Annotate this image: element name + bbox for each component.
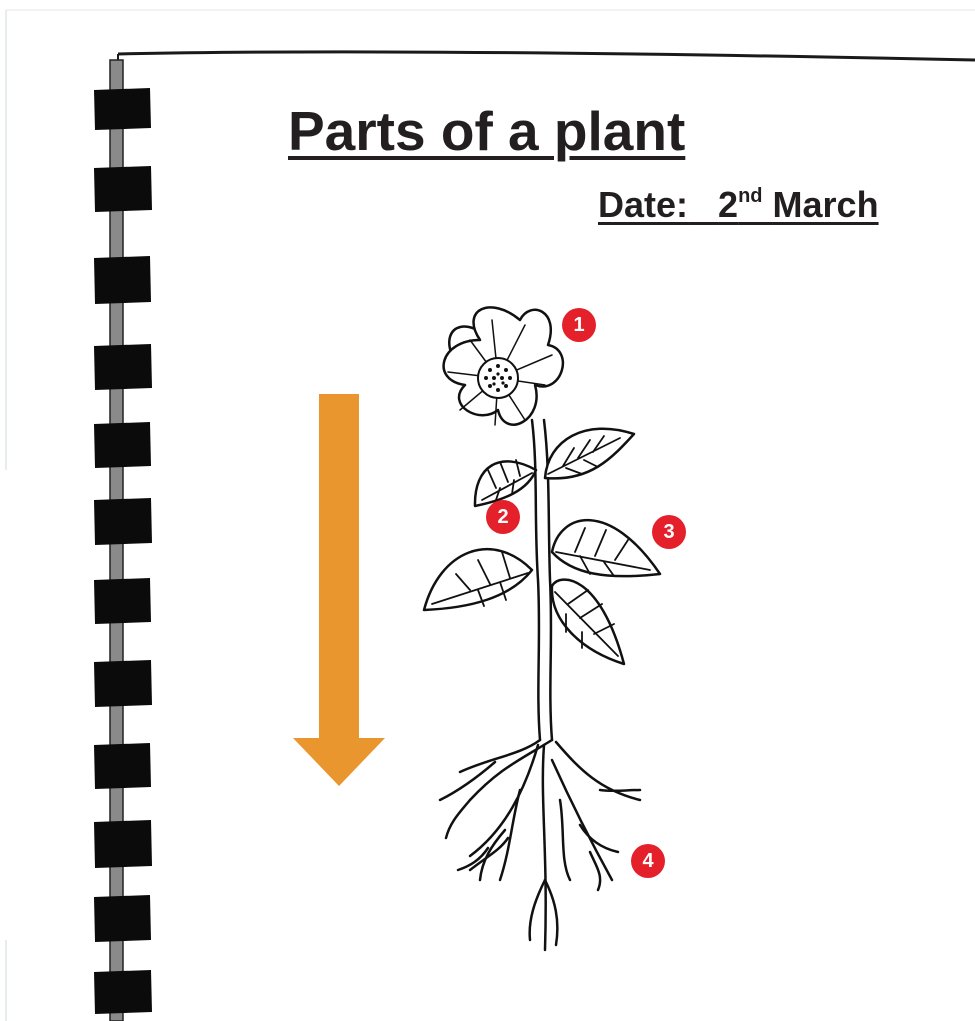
date-day-suffix: nd xyxy=(738,185,762,207)
binding-ring xyxy=(94,166,152,212)
flower xyxy=(444,307,563,425)
plant-drawing xyxy=(424,307,660,950)
marker-1-badge: 1 xyxy=(562,308,596,342)
marker-4-badge: 4 xyxy=(631,844,665,878)
date-line: Date: 2nd March xyxy=(598,186,879,223)
down-arrow xyxy=(293,394,385,786)
spiral-binding xyxy=(94,60,152,1021)
binding-ring xyxy=(94,660,152,707)
binding-ring xyxy=(94,820,152,868)
binding-ring xyxy=(94,256,151,304)
binding-ring xyxy=(94,422,151,468)
plant-roots xyxy=(440,740,640,950)
marker-3-badge: 3 xyxy=(652,515,686,549)
marker-2-badge: 2 xyxy=(486,500,520,534)
binding-ring xyxy=(94,88,151,130)
page-title: Parts of a plant xyxy=(288,104,685,159)
binding-ring xyxy=(94,344,152,390)
binding-ring xyxy=(94,743,151,789)
date-day: 2 xyxy=(718,184,738,225)
date-label: Date: xyxy=(598,184,688,225)
leaf xyxy=(424,549,532,610)
leaf xyxy=(552,520,660,576)
binding-ring xyxy=(94,498,152,545)
binding-ring xyxy=(94,970,152,1014)
leaf xyxy=(545,429,634,479)
binding-ring xyxy=(94,578,151,624)
leaf xyxy=(552,580,624,664)
binding-ring xyxy=(94,895,151,942)
date-month: March xyxy=(773,184,879,225)
leaf xyxy=(475,460,536,506)
